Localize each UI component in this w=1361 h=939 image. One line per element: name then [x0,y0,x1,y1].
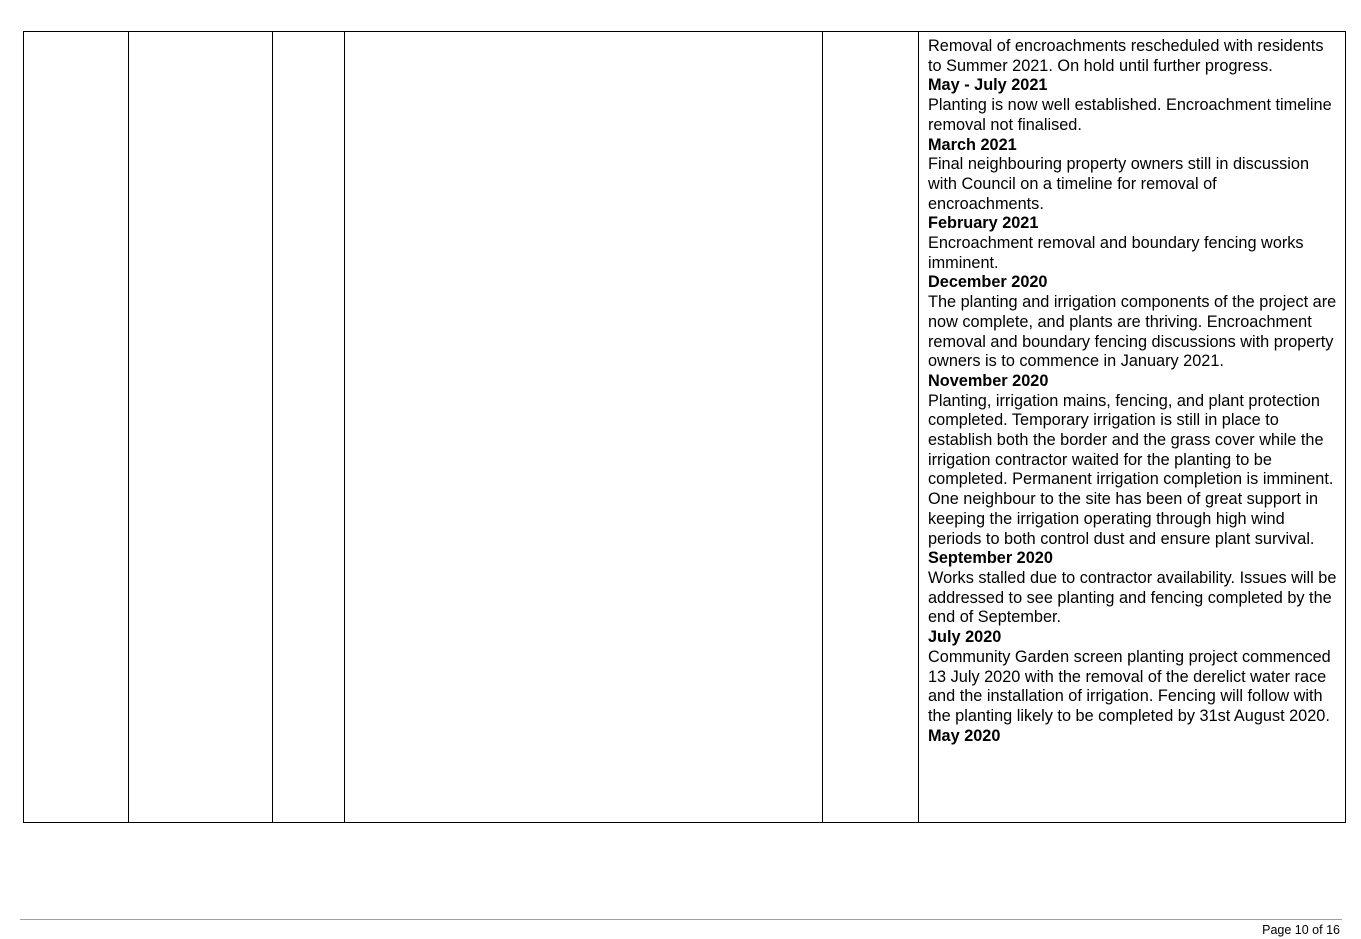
project-status-table: Removal of encroachments rescheduled wit… [23,31,1346,823]
update-log-cell: Removal of encroachments rescheduled wit… [918,31,1346,823]
update-text: Final neighbouring property owners still… [928,155,1309,213]
table-cell-empty [272,31,345,823]
update-text: The planting and irrigation components o… [928,293,1337,371]
update-text: Community Garden screen planting project… [928,647,1331,725]
page-number: Page 10 of 16 [1262,923,1340,937]
update-text: Planting, irrigation mains, fencing, and… [928,391,1334,548]
update-heading: March 2021 [928,135,1017,154]
update-text: Works stalled due to contractor availabi… [928,568,1337,627]
update-heading: May 2020 [928,726,1001,745]
table-cell-empty [128,31,273,823]
update-text: Planting is now well established. Encroa… [928,96,1332,134]
table-cell-empty [344,31,823,823]
table-cell-empty [822,31,919,823]
update-heading: September 2020 [928,549,1053,568]
update-text: Encroachment removal and boundary fencin… [928,234,1304,272]
update-intro-text: Removal of encroachments rescheduled wit… [928,37,1324,75]
footer-divider [20,919,1342,920]
update-heading: July 2020 [928,628,1002,647]
update-heading: February 2021 [928,214,1039,233]
table-cell-empty [23,31,129,823]
update-heading: November 2020 [928,371,1049,390]
update-heading: May - July 2021 [928,76,1048,95]
update-heading: December 2020 [928,273,1048,292]
table-row: Removal of encroachments rescheduled wit… [23,31,1346,823]
